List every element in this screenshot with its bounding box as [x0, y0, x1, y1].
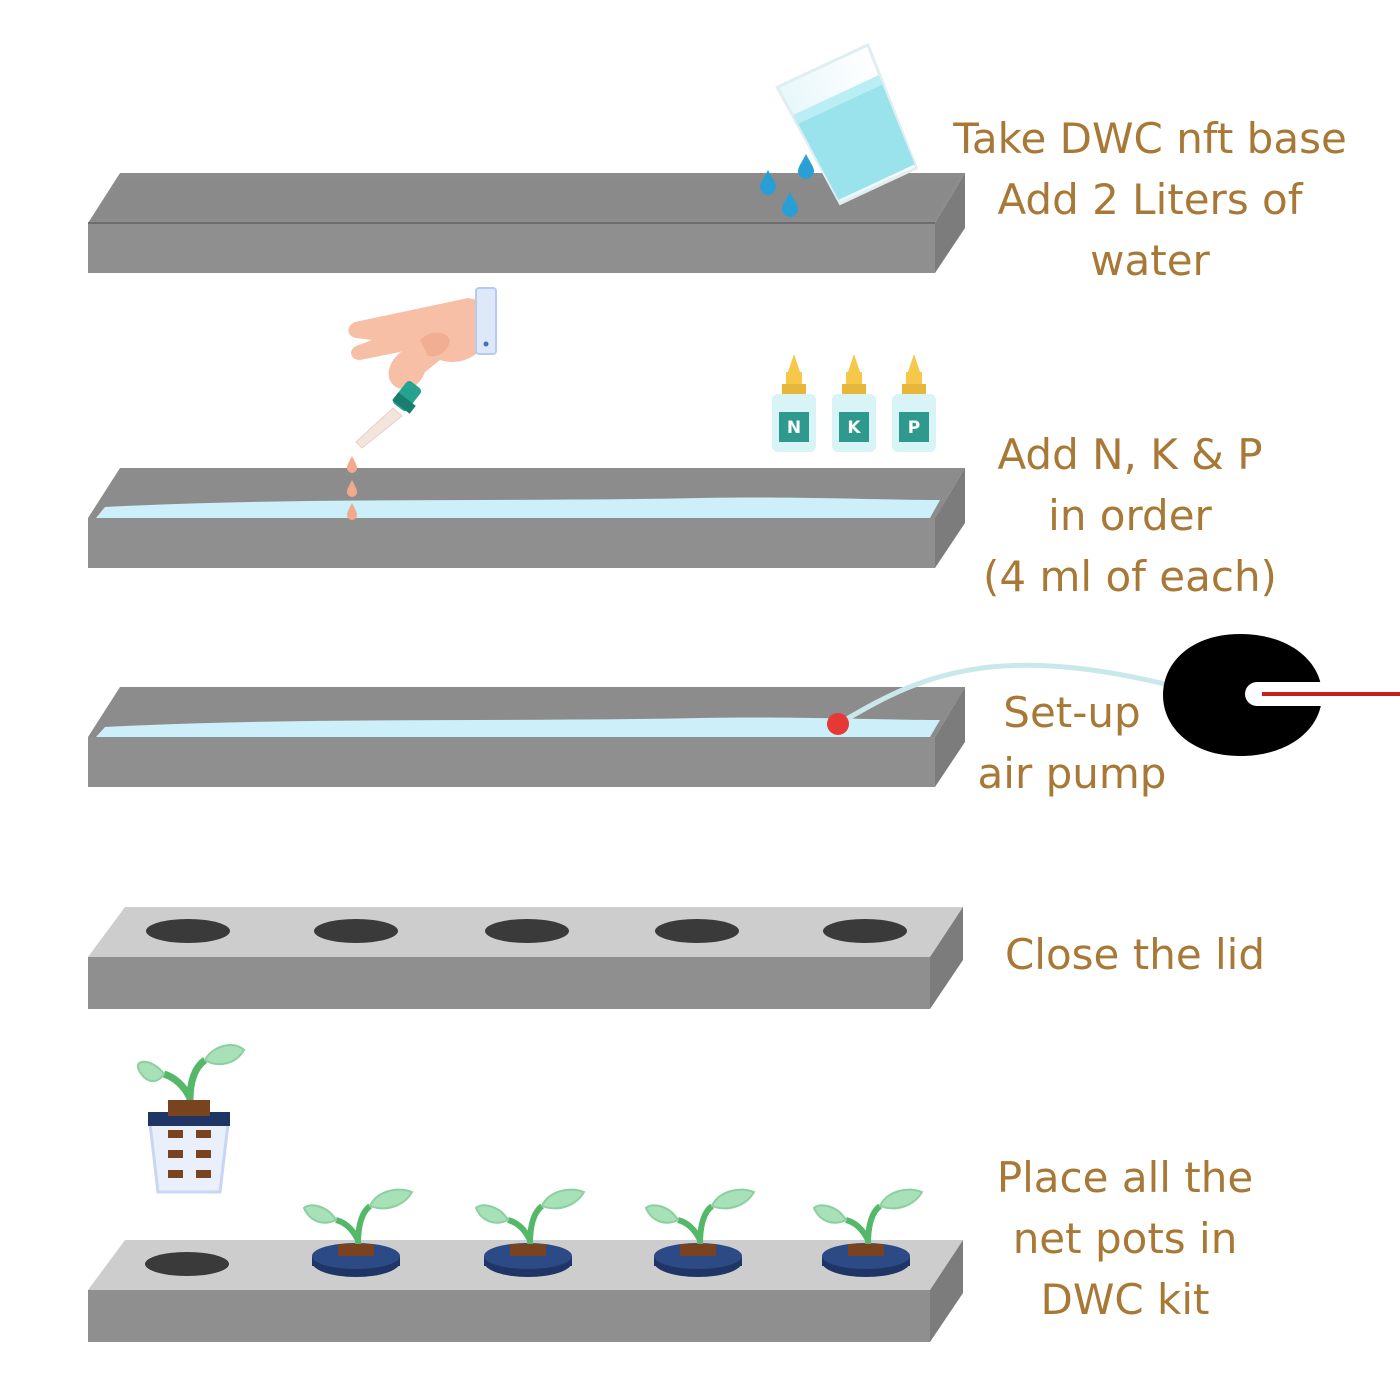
step-3-line-2: air pump	[977, 749, 1167, 798]
air-pump-tray	[88, 687, 965, 787]
step-1-line-2: Add 2 Liters of	[997, 175, 1303, 224]
step-2-line-2: in order	[1048, 491, 1212, 540]
air-stone	[827, 713, 849, 735]
lid-hole	[146, 919, 230, 943]
step-2-line-1: Add N, K & P	[997, 430, 1263, 479]
hand-icon	[348, 287, 497, 390]
net-pot-icon	[148, 1100, 230, 1194]
dropper-icon	[355, 381, 422, 449]
bottle-label-p: P	[908, 418, 920, 438]
planted-net-pot	[812, 1188, 924, 1277]
step-5-line-2: net pots in	[1012, 1214, 1238, 1263]
lid-hole	[655, 919, 739, 943]
air-pump-icon	[1163, 634, 1400, 756]
step-2-line-3: (4 ml of each)	[983, 552, 1277, 601]
step-1-line-1: Take DWC nft base	[953, 114, 1347, 163]
planted-net-pot	[302, 1188, 414, 1277]
water-glass-icon	[775, 42, 919, 206]
lid-hole	[823, 919, 907, 943]
step-1-line-3: water	[1090, 236, 1210, 285]
step-2-text: Add N, K & P in order (4 ml of each)	[960, 424, 1300, 607]
planted-net-pot	[644, 1188, 756, 1277]
closed-lid	[88, 907, 963, 1009]
step-5-line-1: Place all the	[996, 1153, 1254, 1202]
seedling-icon	[136, 1044, 246, 1101]
step-4-text: Close the lid	[990, 924, 1280, 985]
lid-hole	[145, 1252, 229, 1276]
empty-tray	[88, 173, 965, 273]
water-tray	[88, 468, 965, 568]
step-3-text: Set-up air pump	[962, 682, 1182, 804]
air-tube	[836, 662, 1191, 727]
lid-hole	[314, 919, 398, 943]
planted-net-pot	[474, 1188, 586, 1277]
step-4-line-1: Close the lid	[1004, 930, 1266, 979]
lid-hole	[485, 919, 569, 943]
step-3-line-1: Set-up	[1003, 688, 1141, 737]
bottle-label-n: N	[787, 418, 801, 438]
bottle-label-k: K	[847, 418, 861, 438]
water-drop-icon	[760, 154, 814, 217]
step-5-text: Place all the net pots in DWC kit	[975, 1147, 1275, 1330]
step-1-text: Take DWC nft base Add 2 Liters of water	[940, 108, 1360, 291]
nutrient-drop-icon	[347, 456, 357, 520]
nutrient-bottle-icon: N K P	[772, 354, 936, 452]
step-5-line-3: DWC kit	[1040, 1275, 1210, 1324]
